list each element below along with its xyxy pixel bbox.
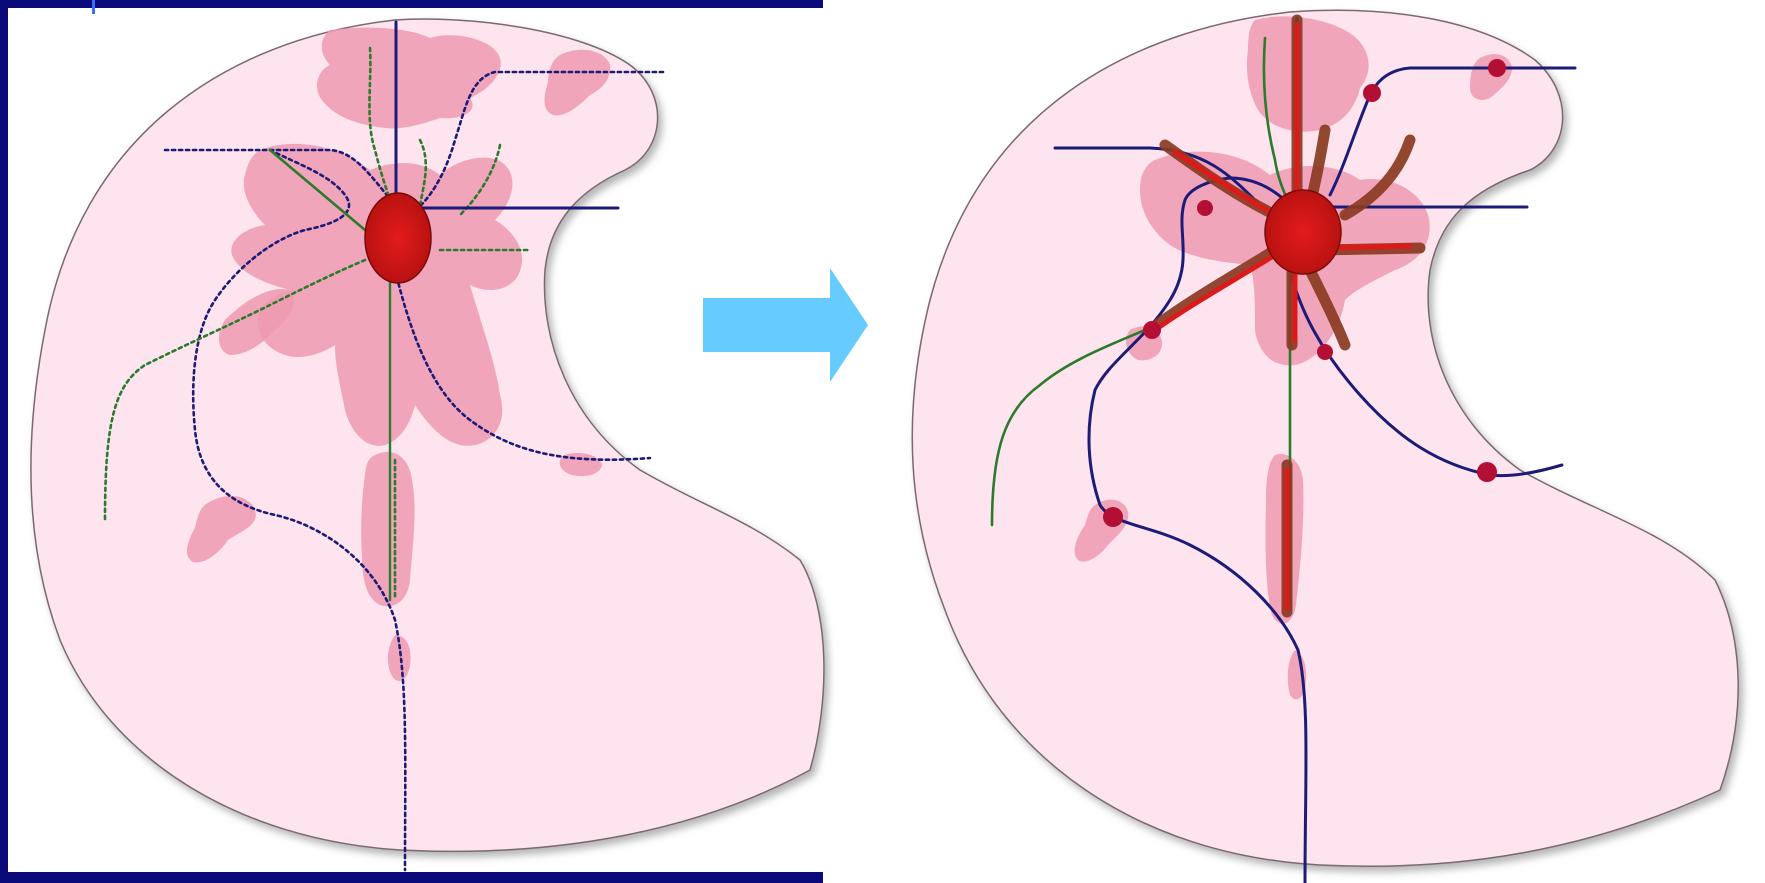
left-lesion-lower	[361, 452, 414, 606]
right-arrow-icon	[703, 268, 868, 382]
right-node-3	[1197, 200, 1213, 216]
frame-cursor-mark	[92, 0, 95, 14]
right-node-1	[1363, 84, 1381, 102]
left-organ-outline	[31, 19, 824, 851]
frame-bottom-bar	[0, 872, 823, 883]
right-node-2	[1488, 59, 1506, 77]
right-panel	[912, 10, 1738, 883]
right-node-6	[1477, 462, 1497, 482]
left-panel	[31, 19, 824, 870]
transition-arrow	[703, 268, 868, 382]
frame-left-bar	[0, 0, 8, 883]
right-node-5	[1317, 344, 1333, 360]
right-node-4	[1143, 321, 1161, 339]
right-red-right	[1330, 246, 1410, 248]
left-tumor-core	[365, 193, 431, 283]
right-tumor-core	[1265, 190, 1341, 274]
right-node-7	[1103, 507, 1123, 527]
frame-top-bar	[0, 0, 823, 8]
